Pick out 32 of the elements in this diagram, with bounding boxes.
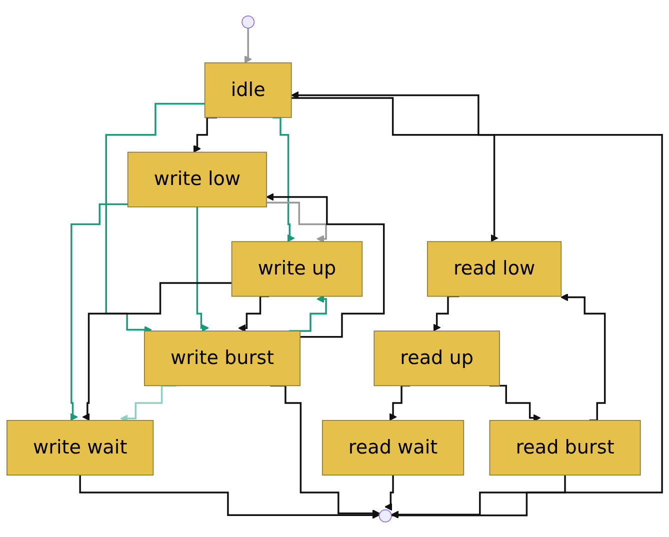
arrow — [389, 384, 410, 420]
arrow — [193, 116, 217, 152]
node-circle — [242, 15, 255, 28]
arrow — [266, 201, 327, 242]
arrow — [244, 26, 252, 63]
arrow — [270, 384, 380, 517]
arrow — [390, 474, 566, 518]
arrow — [272, 116, 295, 242]
arrow — [79, 474, 380, 519]
node-box: idle — [204, 62, 292, 118]
arrow — [291, 96, 498, 242]
arrow — [489, 384, 541, 422]
arrow — [433, 294, 460, 331]
arrow — [266, 192, 385, 338]
arrow — [82, 282, 232, 420]
arrow — [70, 202, 128, 420]
arrow — [120, 384, 176, 422]
node-box: write up — [231, 240, 363, 296]
node-box: read low — [426, 240, 562, 296]
arrow — [105, 102, 205, 334]
arrow — [291, 90, 663, 516]
node-box: write low — [127, 151, 268, 207]
arrow — [384, 474, 394, 510]
arrow — [196, 206, 210, 332]
node-box: write burst — [144, 330, 301, 386]
arrow — [560, 293, 606, 421]
node-box: write wait — [6, 420, 154, 476]
arrow — [238, 294, 270, 332]
node-box: read wait — [322, 420, 464, 476]
node-box: read burst — [489, 420, 641, 476]
node-box: read up — [374, 330, 500, 386]
node-circle — [378, 508, 392, 522]
